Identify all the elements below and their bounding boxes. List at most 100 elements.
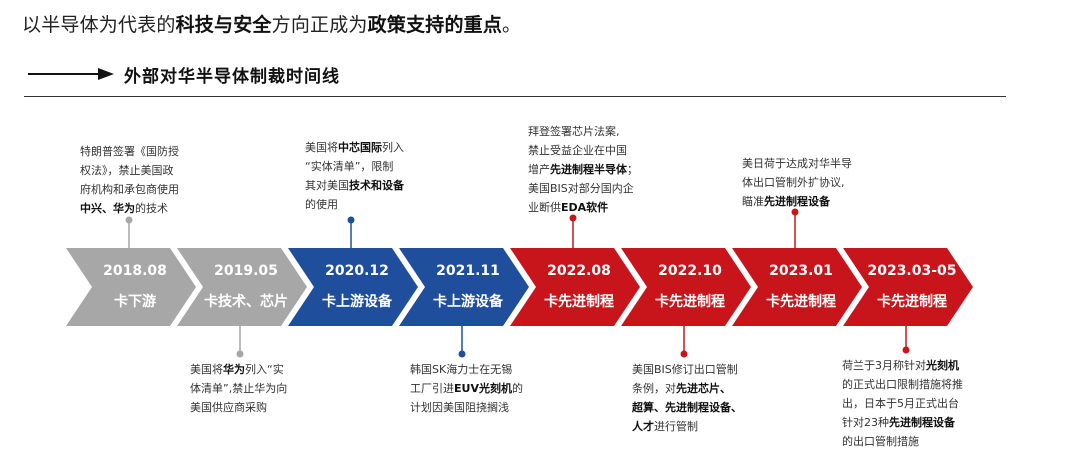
note-line: 美国将华为列入“实 <box>190 360 287 379</box>
note-line: 针对23种先进制程设备 <box>842 413 963 432</box>
note-bold: 光刻机 <box>926 359 959 372</box>
divider <box>24 96 1006 97</box>
note-line: 禁止受益企业在中国 <box>528 144 627 157</box>
headline-bold: 政策支持的重点 <box>367 14 503 36</box>
note-bold: 中芯国际 <box>338 141 382 154</box>
chevron-stage-7 <box>843 248 973 326</box>
note-line: 美国供应商采购 <box>190 401 267 414</box>
stage-label: 卡先进制程 <box>544 293 614 310</box>
note-line: 瞄准先进制程设备 <box>742 192 852 211</box>
headline-bold: 科技与安全 <box>175 14 272 36</box>
note-text: 增产 <box>528 163 550 176</box>
note-text: 美国将 <box>190 363 223 376</box>
note-text: 的技术 <box>135 202 168 215</box>
note-bold: 人才 <box>632 420 654 433</box>
note-line: 权法》，禁止美国政 <box>80 164 174 177</box>
note-line: 出，日本于5月正式出台 <box>842 397 959 410</box>
note-bold: 华为 <box>223 363 245 376</box>
note-line: 美国将中芯国际列入 <box>305 138 404 157</box>
chevron-stage-3 <box>399 248 529 326</box>
note-line: 体清单”,禁止华为向 <box>190 382 288 395</box>
arrow-head-icon <box>98 68 114 80</box>
note-line: 业断供EDA软件 <box>528 198 638 217</box>
stage-label: 卡上游设备 <box>433 293 504 310</box>
note-text: 的 <box>511 382 523 395</box>
headline: 以半导体为代表的科技与安全方向正成为政策支持的重点。 <box>22 10 521 37</box>
stage-date: 2023.03-05 <box>867 263 956 279</box>
note-text: 其对美国 <box>305 179 349 192</box>
stage-date: 2023.01 <box>769 263 833 279</box>
note-2020-12: 美国将中芯国际列入 “实体清单”，限制 其对美国技术和设备 的使用 <box>305 138 404 214</box>
note-line: 特朗普签署《国防授 <box>80 145 179 158</box>
stage-label: 卡先进制程 <box>766 293 836 310</box>
note-text: 业断供 <box>528 201 561 214</box>
note-line: 人才进行管制 <box>632 417 742 436</box>
chevron-stage-2 <box>288 248 418 326</box>
note-line: 韩国SK海力士在无锡 <box>410 363 513 376</box>
connector-dot <box>791 208 799 216</box>
note-text: 针对23种 <box>842 416 889 429</box>
note-line: 的正式出口限制措施将推 <box>842 378 963 391</box>
stage-label: 卡上游设备 <box>322 293 393 310</box>
note-line: 的使用 <box>305 198 338 211</box>
note-bold: 先进制程设备 <box>764 195 830 208</box>
note-bold: 超算、先进制程设备、 <box>632 401 742 414</box>
note-bold: 先进制程设备 <box>889 416 955 429</box>
note-line: 其对美国技术和设备 <box>305 176 404 195</box>
note-line: 荷兰于3月称针对光刻机 <box>842 356 963 375</box>
note-line: 超算、先进制程设备、 <box>632 398 742 417</box>
note-bold: 先进芯片、 <box>676 382 731 395</box>
note-2023-03-05: 荷兰于3月称针对光刻机 的正式出口限制措施将推 出，日本于5月正式出台 针对23… <box>842 356 963 451</box>
connector-dot <box>458 350 466 358</box>
note-line: 工厂引进EUV光刻机的 <box>410 379 523 398</box>
stage-date: 2022.08 <box>547 263 611 279</box>
stage-date: 2019.05 <box>214 263 278 279</box>
note-text: 美国将 <box>305 141 338 154</box>
note-2023-01: 美日荷于达成对华半导 体出口管制外扩协议, 瞄准先进制程设备 <box>742 154 852 211</box>
note-line: 增产先进制程半导体； <box>528 160 638 179</box>
note-2018-08: 特朗普签署《国防授 权法》，禁止美国政 府机构和承包商使用 中兴、华为的技术 <box>80 142 179 218</box>
note-2019-05: 美国将华为列入“实 体清单”,禁止华为向 美国供应商采购 <box>190 360 287 417</box>
stage-date: 2022.10 <box>658 263 722 279</box>
connector-dot <box>680 350 688 358</box>
chevron-stage-6 <box>732 248 862 326</box>
note-2022-08: 拜登签署芯片法案, 禁止受益企业在中国 增产先进制程半导体； 美国BIS对部分国… <box>528 122 638 217</box>
note-line: 美国BIS对部分国内企 <box>528 182 634 195</box>
section-title: 外部对华半导体制裁时间线 <box>28 60 340 88</box>
note-bold: 技术和设备 <box>349 179 404 192</box>
chevron-stage-4 <box>510 248 640 326</box>
chevron-stage-0 <box>66 248 196 326</box>
stage-label: 卡先进制程 <box>877 293 947 310</box>
note-bold: 先进制程半导体 <box>550 163 627 176</box>
note-bold: EUV光刻机 <box>454 382 512 395</box>
stage-date: 2018.08 <box>103 263 167 279</box>
connector-dot <box>125 216 133 224</box>
stage-date: 2021.11 <box>436 263 500 279</box>
note-bold: 中兴、华为 <box>80 202 135 215</box>
note-text: 列入“实 <box>245 363 284 376</box>
note-line: 中兴、华为的技术 <box>80 199 179 218</box>
note-text: 工厂引进 <box>410 382 454 395</box>
note-line: 拜登签署芯片法案, <box>528 125 620 138</box>
stage-label: 卡技术、芯片 <box>204 293 288 310</box>
connector-dot <box>902 346 910 354</box>
connector-dot <box>347 216 355 224</box>
chevron-stage-5 <box>621 248 751 326</box>
note-2021-11: 韩国SK海力士在无锡 工厂引进EUV光刻机的 计划因美国阻挠搁浅 <box>410 360 523 417</box>
note-line: 体出口管制外扩协议, <box>742 176 845 189</box>
note-bold: EDA软件 <box>561 201 609 214</box>
note-2022-10: 美国BIS修订出口管制 条例，对先进芯片、 超算、先进制程设备、 人才进行管制 <box>632 360 742 436</box>
note-line: “实体清单”，限制 <box>305 160 394 173</box>
note-text: 条例，对 <box>632 382 676 395</box>
note-line: 计划因美国阻挠搁浅 <box>410 401 509 414</box>
note-text: 瞄准 <box>742 195 764 208</box>
headline-text: 以半导体为代表的 <box>22 14 176 36</box>
note-text: ； <box>627 163 638 176</box>
note-line: 府机构和承包商使用 <box>80 183 179 196</box>
arrow-right-icon <box>28 73 98 75</box>
chevron-stage-1 <box>177 248 307 326</box>
note-line: 美国BIS修订出口管制 <box>632 363 738 376</box>
headline-text: 方向正成为 <box>271 14 368 36</box>
note-text: 进行管制 <box>654 420 698 433</box>
section-title-text: 外部对华半导体制裁时间线 <box>124 66 340 87</box>
